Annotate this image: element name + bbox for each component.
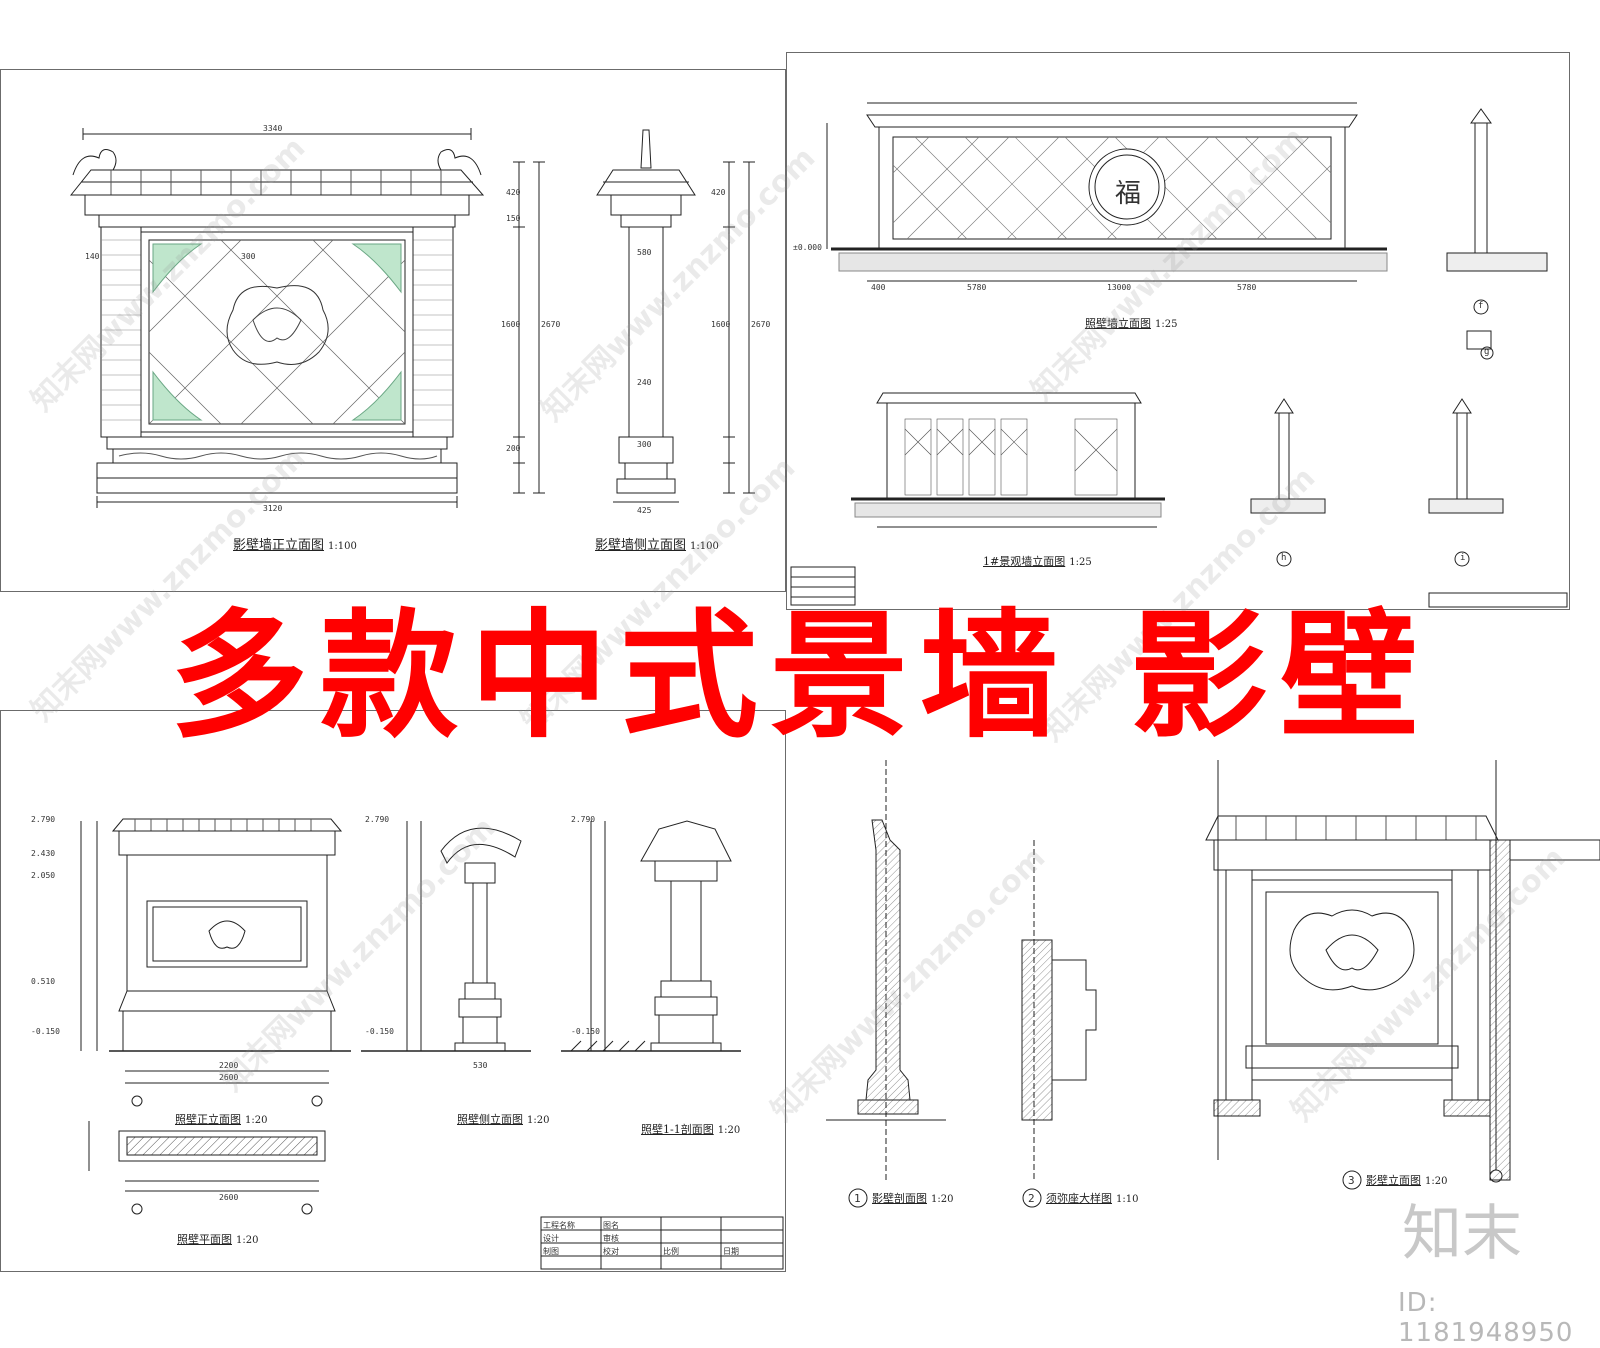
banner-title: 多款中式景墙 影壁 (169, 596, 1431, 757)
tb-design: 设计 (543, 1234, 559, 1243)
plan-dim-2600: 2600 (219, 1193, 239, 1202)
brand-logo: 知末 (1402, 1199, 1540, 1269)
detail-f: f (1478, 301, 1484, 311)
level-2050: 2.050 (31, 871, 56, 880)
side-dim-2670: 2670 (751, 320, 771, 329)
dim-530: 530 (473, 1061, 488, 1070)
fortune-character: 福 (1115, 179, 1142, 209)
dim-420: 420 (506, 188, 521, 197)
side-dim-240: 240 (637, 378, 652, 387)
screen-wall-elevation-drawing (790, 102, 1568, 608)
side-dim-420: 420 (711, 188, 726, 197)
level-minus-0150: -0.150 (31, 1027, 60, 1036)
dim-edge: 400 (871, 283, 886, 292)
dim-140: 140 (85, 252, 100, 261)
brand-logo-icon: 知末 (1402, 1199, 1522, 1269)
side-level-minus-0150: -0.150 (365, 1027, 394, 1036)
dim-2600: 2600 (219, 1073, 239, 1082)
tb-check: 校对 (603, 1247, 619, 1256)
yingbi-section-and-elevation (826, 760, 1600, 1208)
dim-150: 150 (506, 214, 521, 223)
dim-2200: 2200 (219, 1061, 239, 1070)
tb-review: 审核 (603, 1234, 619, 1243)
image-id: ID: 1181948950 (1398, 1288, 1574, 1348)
side-dim-300: 300 (637, 440, 652, 449)
side-level-2790: 2.790 (365, 815, 390, 824)
zhaobi-drawing (80, 818, 784, 1270)
tb-project: 工程名称 (543, 1221, 575, 1230)
dim-right: 5780 (1237, 283, 1257, 292)
detail-h: h (1281, 553, 1287, 563)
circle-2: 2 (1028, 1192, 1035, 1205)
level-0510: 0.510 (31, 977, 56, 986)
side-dim-580: 580 (637, 248, 652, 257)
circle-3: 3 (1348, 1174, 1355, 1187)
dim-2670: 2670 (541, 320, 561, 329)
detail-g: g (1484, 347, 1490, 357)
detail-i: i (1460, 553, 1466, 563)
drawing-sheet-1: 3340 3120 140 300 420 150 1600 2670 200 … (0, 69, 786, 592)
tb-drawing-name: 图名 (603, 1221, 619, 1230)
level-mark: ±0.000 (793, 243, 822, 252)
circle-1: 1 (854, 1192, 861, 1205)
drawing-sheet-3: 2.790 2.430 2.050 0.510 -0.150 2.790 -0.… (0, 710, 786, 1272)
side-dim-425: 425 (637, 506, 652, 515)
dim-top-width: 3340 (263, 124, 283, 133)
tb-draw: 制图 (543, 1247, 559, 1256)
dim-200: 200 (506, 444, 521, 453)
level-2430: 2.430 (31, 849, 56, 858)
section-level-minus-0150: -0.150 (571, 1027, 600, 1036)
dim-bottom-width: 3120 (263, 504, 283, 513)
brand-logo-text: 知末 (1402, 1200, 1522, 1266)
tb-scale: 比例 (663, 1247, 679, 1256)
side-dim-1600: 1600 (711, 320, 731, 329)
dim-300: 300 (241, 252, 256, 261)
tb-date: 日期 (723, 1247, 739, 1256)
front-and-side-elevation-drawing (69, 128, 755, 508)
dim-left: 5780 (967, 283, 987, 292)
level-2790: 2.790 (31, 815, 56, 824)
dim-total: 13000 (1107, 283, 1132, 292)
section-level-2790: 2.790 (571, 815, 596, 824)
dim-1600: 1600 (501, 320, 521, 329)
